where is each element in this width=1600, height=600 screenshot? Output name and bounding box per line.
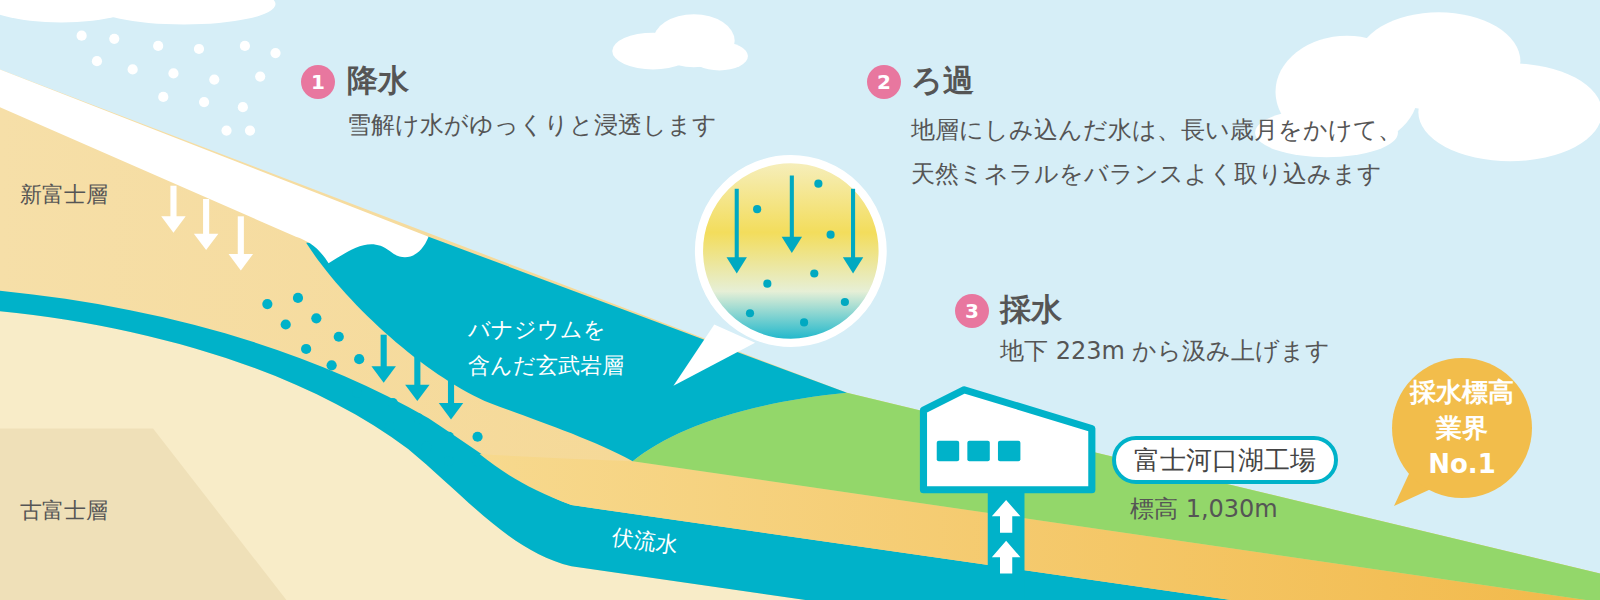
callout-number-text: 1 <box>311 72 325 92</box>
step-heading: 採水 <box>1000 289 1062 329</box>
zoom-circle <box>699 159 883 343</box>
seep-arrows <box>161 186 253 271</box>
layer-name: 新富士層 <box>20 180 108 209</box>
elevation-note: 標高 1,030m <box>1130 494 1278 525</box>
well-pipe <box>988 493 1025 600</box>
old-fuji-core <box>0 429 296 600</box>
factory-building <box>923 390 1091 490</box>
snow-cap <box>0 69 429 263</box>
node-text: 富士河口湖工場 <box>1134 443 1316 478</box>
step-heading: ろ過 <box>911 60 974 100</box>
callout-number: 2 <box>867 65 901 99</box>
node-text: 採水標高 業界 No.1 <box>1400 374 1525 482</box>
mineral-dots <box>262 293 482 466</box>
callout-number-text: 2 <box>877 72 891 92</box>
callout-number: 3 <box>955 294 989 328</box>
pump-arrows <box>992 500 1021 573</box>
zoom-dots <box>746 180 849 327</box>
layer-name: 古富士層 <box>20 496 108 525</box>
speech-bubble: 採水標高 業界 No.1 <box>1392 358 1532 498</box>
step-heading: 降水 <box>347 60 409 100</box>
layer-name: バナジウムを 含んだ玄武岩層 <box>468 312 668 384</box>
new-fuji-layer <box>0 69 1600 600</box>
factory-label-box: 富士河口湖工場 <box>1112 436 1338 484</box>
factory-windows <box>937 441 1021 461</box>
step-description: 地層にしみ込んだ水は、長い歳月をかけて、 天然ミネラルをバランスよく取り込みます <box>911 108 1471 196</box>
zoom-arrows <box>727 176 864 274</box>
filter-arrows <box>371 335 463 420</box>
step-description: 地下 223m から汲み上げます <box>1000 336 1330 367</box>
callout-number-text: 3 <box>965 301 979 321</box>
callout-number: 1 <box>301 65 335 99</box>
snowfall <box>77 31 281 136</box>
step-description: 雪解け水がゆっくりと浸透します <box>347 110 717 141</box>
